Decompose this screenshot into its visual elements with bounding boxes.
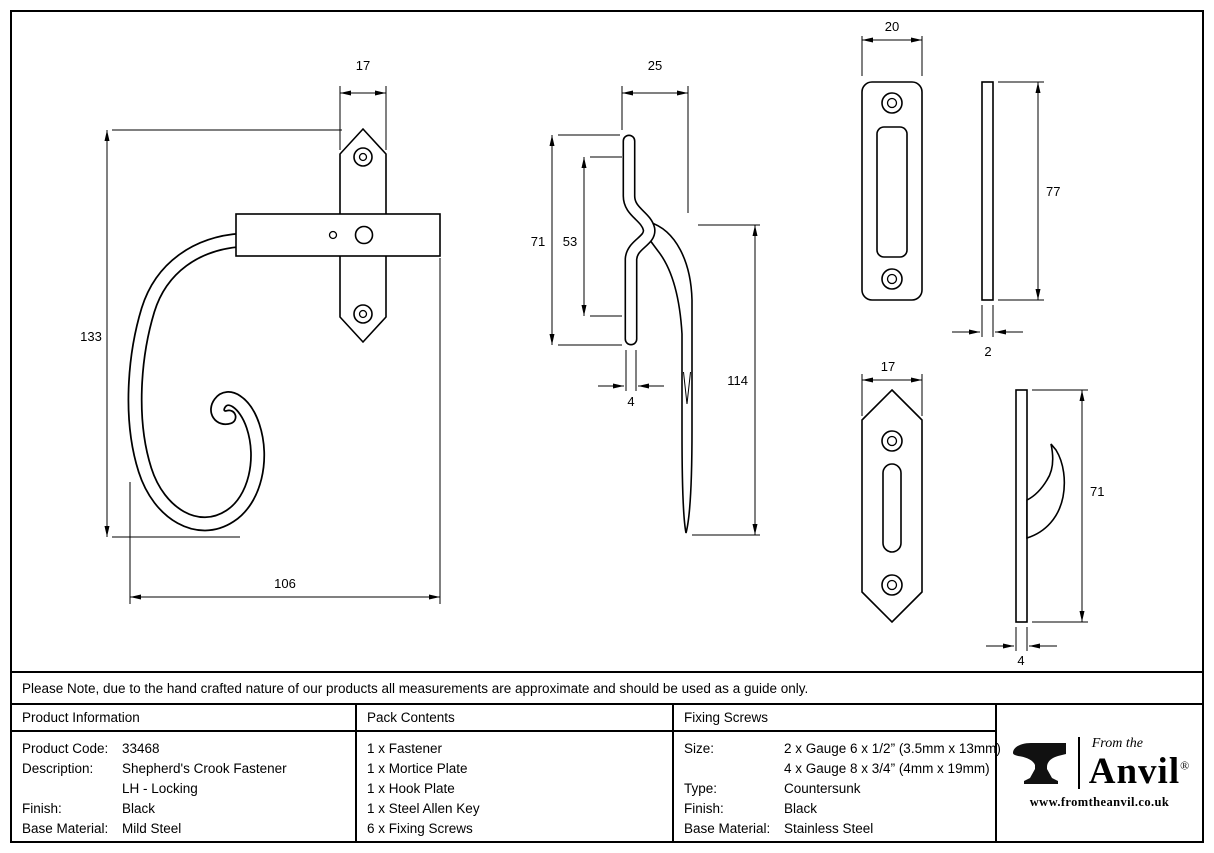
dim-label: 133 xyxy=(80,329,102,344)
list-item: 6 x Fixing Screws xyxy=(367,821,473,836)
table-row: Type: Countersunk xyxy=(684,779,985,799)
list-item: 1 x Hook Plate xyxy=(367,781,455,796)
note-bar: Please Note, due to the hand crafted nat… xyxy=(12,671,1202,703)
registered-mark: ® xyxy=(1180,758,1191,773)
row-label: Finish: xyxy=(684,801,724,816)
note-text: Please Note, due to the hand crafted nat… xyxy=(22,680,809,696)
row-label xyxy=(684,759,784,779)
pack-contents-column: Pack Contents 1 x Fastener 1 x Mortice P… xyxy=(355,705,672,841)
dim-label: 106 xyxy=(274,576,296,591)
dim-label: 53 xyxy=(563,234,577,249)
dim-side-thickness: 4 xyxy=(598,350,664,409)
logo-divider xyxy=(1077,737,1080,789)
row-value: 2 x Gauge 6 x 1/2” (3.5mm x 13mm) xyxy=(784,741,1001,756)
fixing-screws-header: Fixing Screws xyxy=(674,705,995,732)
dim-hook-width: 17 xyxy=(861,359,923,416)
table-row: LH - Locking xyxy=(22,779,345,799)
spec-sheet: 17 133 106 xyxy=(10,10,1204,843)
row-value: Black xyxy=(784,801,818,816)
brand-column: From the Anvil® www.fromtheanvil.co.uk xyxy=(995,705,1202,841)
dim-label: 71 xyxy=(1090,484,1104,499)
row-label: Base Material: xyxy=(684,821,771,836)
list-item: 1 x Steel Allen Key xyxy=(367,801,480,816)
row-label: Finish: xyxy=(22,801,62,816)
dim-mortice-height: 77 xyxy=(998,81,1060,301)
hook-plate-side xyxy=(1015,389,1028,623)
hook-plate-view: 17 71 xyxy=(861,359,1104,668)
dim-fastener-height: 133 xyxy=(80,129,342,538)
technical-drawing-canvas: 17 133 106 xyxy=(80,19,1104,668)
dim-label: 4 xyxy=(627,394,634,409)
pack-contents-header: Pack Contents xyxy=(357,705,672,732)
dim-label: 4 xyxy=(1017,653,1024,668)
anvil-icon xyxy=(1012,743,1066,784)
row-label: Type: xyxy=(684,781,718,796)
mortice-plate-view: 20 77 xyxy=(861,19,1060,359)
dim-mortice-width: 20 xyxy=(861,19,923,76)
dim-label: 2 xyxy=(984,344,991,359)
table-row: Base Material: Mild Steel xyxy=(22,819,345,839)
dim-hook-thickness: 4 xyxy=(986,627,1057,668)
row-value: 4 x Gauge 8 x 3/4” (4mm x 19mm) xyxy=(784,761,990,776)
product-info-column: Product Information Product Code: 33468 … xyxy=(12,705,355,841)
row-value: Countersunk xyxy=(784,781,861,796)
dim-fastener-width-bottom: 106 xyxy=(129,258,441,604)
info-table: Product Information Product Code: 33468 … xyxy=(12,703,1202,841)
fixing-screws-column: Fixing Screws Size: 2 x Gauge 6 x 1/2” (… xyxy=(672,705,1001,841)
row-label xyxy=(22,779,122,799)
dim-side-depth: 25 xyxy=(621,58,689,213)
mortice-plate-side xyxy=(981,81,994,301)
mortice-slot xyxy=(876,126,908,258)
brand-logo: From the Anvil® xyxy=(1009,735,1191,792)
hook-plate-slot xyxy=(882,463,902,553)
dim-label: 114 xyxy=(727,373,748,388)
dim-label: 25 xyxy=(648,58,662,73)
table-row: Finish: Black xyxy=(22,799,345,819)
fastener-front-view: 17 133 106 xyxy=(80,58,441,604)
row-label: Product Code: xyxy=(22,741,109,756)
row-value: Shepherd's Crook Fastener xyxy=(122,761,287,776)
dim-label: 71 xyxy=(531,234,545,249)
brand-name: Anvil® xyxy=(1088,750,1191,792)
row-value: 33468 xyxy=(122,741,160,756)
brand-wordmark: From the Anvil® xyxy=(1088,735,1191,792)
table-row: Description: Shepherd's Crook Fastener xyxy=(22,759,345,779)
row-value: LH - Locking xyxy=(122,781,198,796)
hook-profile xyxy=(1026,443,1066,540)
table-row: Product Code: 33468 xyxy=(22,739,345,759)
brand-website: www.fromtheanvil.co.uk xyxy=(1029,794,1170,809)
table-row: 4 x Gauge 8 x 3/4” (4mm x 19mm) xyxy=(684,759,990,779)
dim-hook-height: 71 xyxy=(1032,389,1104,623)
fastener-arm-bar xyxy=(235,213,441,257)
row-value: Mild Steel xyxy=(122,821,182,836)
row-value: Black xyxy=(122,801,156,816)
list-item: 1 x Fastener xyxy=(367,741,443,756)
list-item: 1 x Mortice Plate xyxy=(367,761,468,776)
dim-label: 17 xyxy=(881,359,895,374)
row-label: Size: xyxy=(684,741,715,756)
product-info-header: Product Information xyxy=(12,705,355,732)
technical-drawings: 17 133 106 xyxy=(12,12,1202,671)
allen-key-hole xyxy=(328,230,338,240)
dim-label: 20 xyxy=(885,19,899,34)
row-label: Description: xyxy=(22,761,94,776)
dim-side-arm-length: 114 xyxy=(692,224,760,536)
dim-side-hole-spacing: 53 xyxy=(563,156,622,317)
dim-mortice-thickness: 2 xyxy=(952,305,1023,359)
taper-notch xyxy=(683,371,691,405)
table-row: Size: 2 x Gauge 6 x 1/2” (3.5mm x 13mm) xyxy=(684,739,1001,759)
dim-label: 17 xyxy=(356,58,370,73)
fastener-side-view: 25 71 53 xyxy=(531,58,760,536)
dim-label: 77 xyxy=(1046,184,1060,199)
brand-tagline: From the xyxy=(1091,735,1143,751)
dim-side-plate-height: 71 xyxy=(531,134,622,346)
row-value: Stainless Steel xyxy=(784,821,874,836)
dim-fastener-width-top: 17 xyxy=(339,58,387,150)
pivot-hole xyxy=(354,225,374,245)
table-row: Finish: Black xyxy=(684,799,985,819)
table-row: Base Material: Stainless Steel xyxy=(684,819,985,839)
handle-arm-profile xyxy=(644,221,693,534)
row-label: Base Material: xyxy=(22,821,109,836)
